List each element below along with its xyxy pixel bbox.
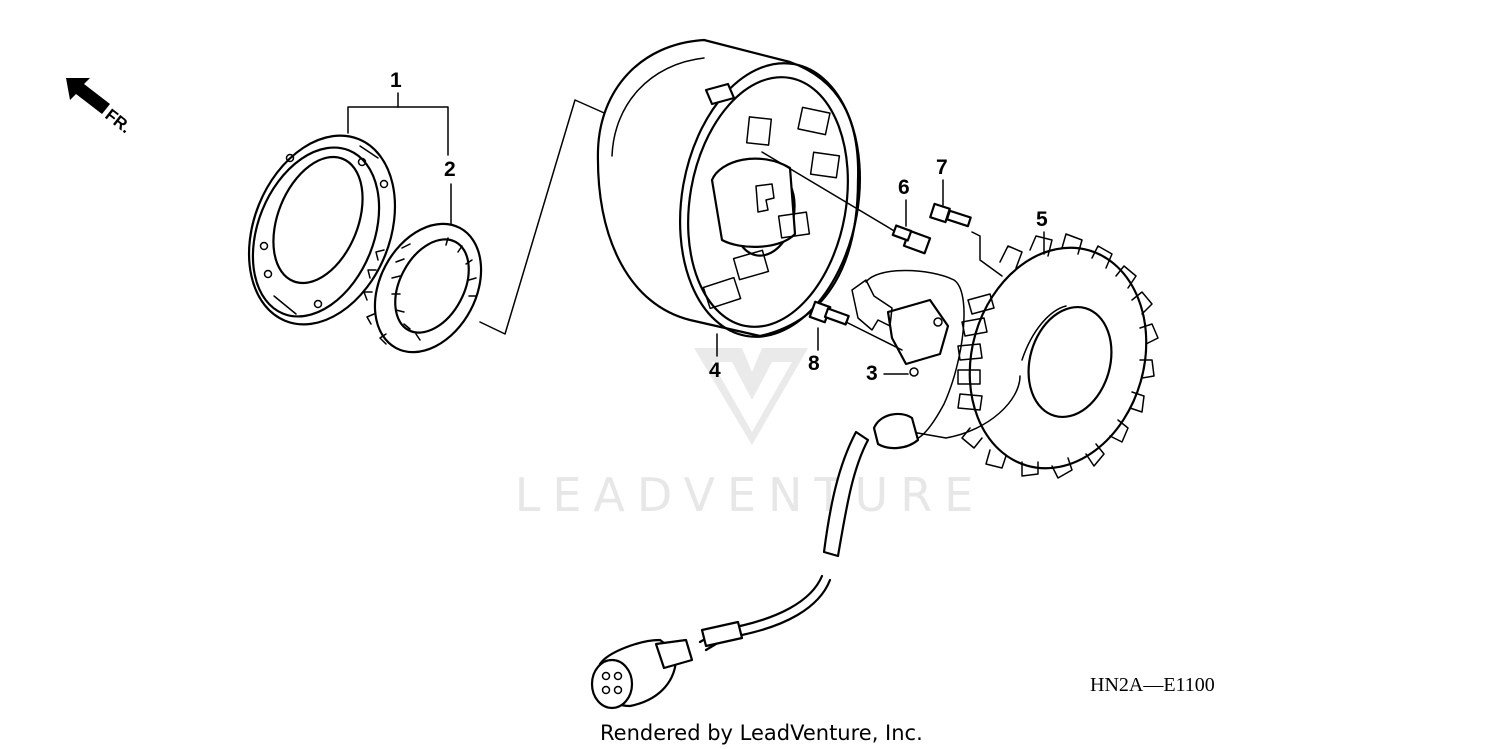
render-credit: Rendered by LeadVenture, Inc. [600, 721, 923, 745]
stator: 5 [911, 208, 1159, 479]
connector-pin [613, 685, 623, 695]
one-way-clutch-rollers [391, 237, 477, 341]
flywheel-edge-line [611, 57, 705, 157]
stator-bolt: 7 [929, 156, 1003, 277]
flywheel-window [745, 116, 773, 146]
connector-boot [654, 638, 694, 670]
pulse-generator-bracket [851, 279, 893, 331]
callout-2[interactable]: 2 [444, 158, 456, 181]
pulse-generator-body [886, 298, 950, 366]
flywheel-key [704, 82, 736, 106]
clutch-plate-hole [285, 153, 295, 163]
callout-1-group: 1 [347, 69, 449, 156]
bolt-8-shank [823, 307, 850, 326]
starter-clutch-plate [247, 134, 397, 326]
stator-bore [1027, 305, 1113, 419]
flywheel-rim-outer [678, 62, 862, 338]
pulse-generator-mount-hole [933, 317, 943, 327]
clutch-plate-seam [359, 145, 379, 159]
flywheel-window [797, 106, 831, 136]
clutch-to-flywheel-leader [479, 99, 621, 335]
flywheel-hub-collar [710, 157, 797, 248]
clutch-plate-hole [313, 299, 323, 309]
bolt-7-shank [945, 209, 972, 228]
watermark-logo [694, 348, 808, 445]
flywheel-bolt: 6 [761, 151, 932, 255]
one-way-clutch-inner [394, 238, 470, 334]
flywheel-window [809, 151, 841, 179]
bolt-6-line [761, 151, 897, 233]
clutch-plate-seam [273, 295, 297, 315]
watermark-text: LEADVENTURE [515, 468, 986, 522]
callout-3[interactable]: 3 [866, 362, 878, 385]
flywheel-rim-inner [687, 76, 849, 328]
flywheel-window [777, 211, 811, 239]
clutch-plate-hole [357, 157, 367, 167]
bolt-6-shank [891, 224, 913, 242]
callout-6[interactable]: 6 [898, 176, 910, 199]
front-direction-label: FR. [102, 105, 135, 137]
pulse-generator-bolt: 8 [808, 300, 903, 375]
clutch-plate-rim [251, 146, 381, 318]
connector-face [590, 658, 634, 710]
cable-sleeve-upper [822, 430, 870, 558]
stator-windings-left [957, 293, 995, 411]
one-way-clutch-teeth [363, 249, 387, 345]
bolt-7-to-stator-leader [971, 231, 1003, 277]
callout-4[interactable]: 4 [709, 359, 721, 382]
watermark: LEADVENTURE [515, 348, 986, 522]
pulse-generator: 3 [851, 269, 965, 441]
callout-5[interactable]: 5 [1036, 208, 1048, 231]
bolt-8-to-bracket-leader [845, 321, 903, 351]
pulse-generator-mount-hole [909, 367, 919, 377]
flywheel: 4 [596, 38, 862, 382]
connector-pin [601, 685, 611, 695]
clutch-plate-hole [379, 179, 389, 189]
diagram-code: HN2A—E1100 [1090, 674, 1215, 696]
clutch-plate-hole [259, 241, 269, 251]
pulse-generator-wire [865, 269, 965, 441]
callout-7[interactable]: 7 [936, 156, 948, 179]
flywheel-window [702, 276, 742, 310]
callout-1[interactable]: 1 [390, 69, 402, 92]
flywheel-keyway [755, 183, 775, 213]
one-way-clutch-outer [373, 222, 483, 354]
flywheel-window [732, 249, 770, 281]
front-direction-indicator: FR. [66, 78, 135, 137]
cable-grommet [872, 412, 920, 450]
stator-cable-assembly [590, 412, 920, 710]
callout-8[interactable]: 8 [808, 352, 820, 375]
connector-pin [601, 671, 611, 681]
clutch-plate-hole [263, 269, 273, 279]
one-way-clutch: 2 [363, 158, 483, 354]
front-arrow-icon [66, 78, 110, 114]
clutch-plate-bore [272, 155, 364, 285]
stator-wiring-harness [911, 305, 1067, 439]
connector-pin [613, 671, 623, 681]
cable-sleeve-band [700, 620, 744, 648]
